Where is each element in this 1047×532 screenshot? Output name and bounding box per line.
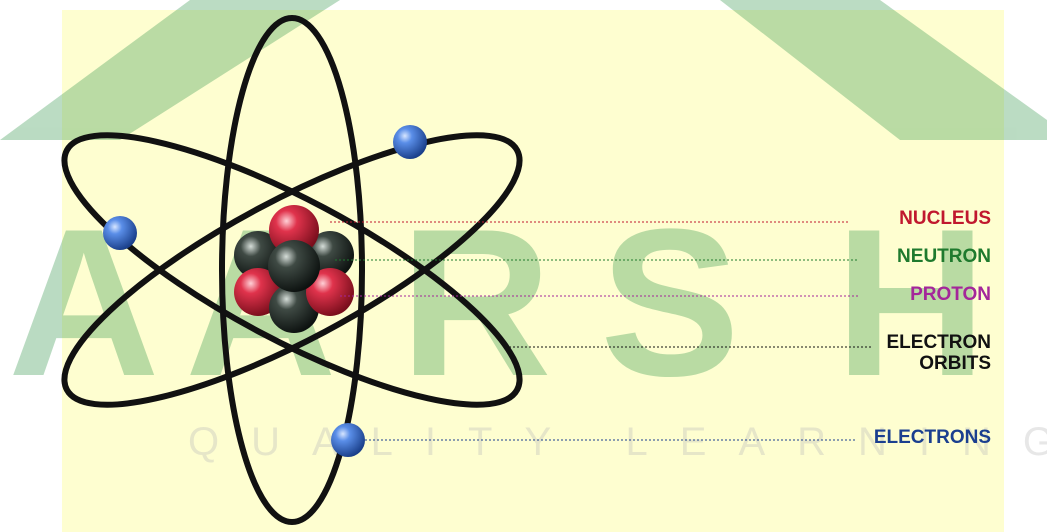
electron-ball <box>393 125 427 159</box>
neutron-ball <box>268 240 320 292</box>
electron-ball <box>103 216 137 250</box>
electron-ball <box>331 423 365 457</box>
watermark-logo: A A R S H QUALITY LEARNING <box>0 0 1047 464</box>
watermark-letter: S <box>600 185 740 420</box>
watermark-letter: A <box>8 185 160 420</box>
label-neutron: NEUTRON <box>897 246 991 268</box>
label-electrons: ELECTRONS <box>874 427 991 449</box>
watermark-letter: R <box>400 185 552 420</box>
label-proton: PROTON <box>910 284 991 306</box>
label-electron-orbits: ELECTRON ORBITS <box>887 332 992 374</box>
label-electron-orbits-line2: ORBITS <box>887 353 992 374</box>
label-nucleus: NUCLEUS <box>899 208 991 230</box>
label-electron-orbits-line1: ELECTRON <box>887 332 992 353</box>
watermark-roof-shape-right <box>720 0 1047 140</box>
